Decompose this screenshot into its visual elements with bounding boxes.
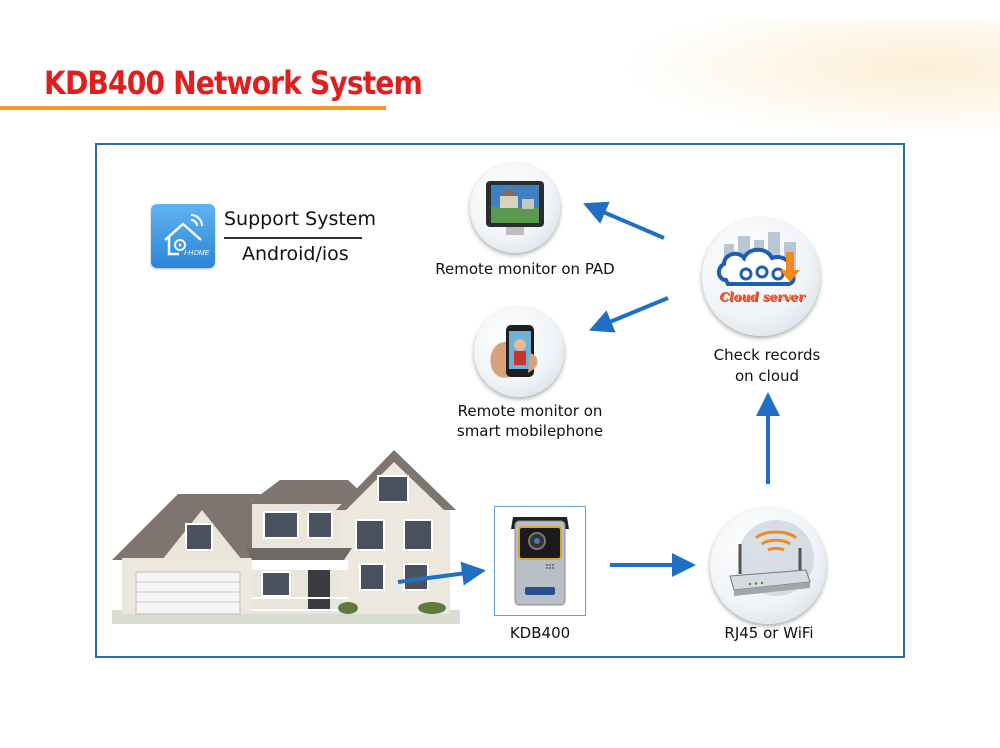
router-node <box>710 508 826 624</box>
house-image <box>112 440 460 624</box>
router-icon <box>729 520 814 596</box>
title-underline <box>0 106 386 110</box>
cloud-node <box>702 218 820 336</box>
support-system-label: Support System <box>224 208 376 230</box>
phone-label-line2: smart mobilephone <box>456 422 604 440</box>
pad-node <box>470 163 560 253</box>
doorbell-icon <box>511 517 569 606</box>
phone-node <box>474 307 564 397</box>
doorbell-label: KDB400 <box>509 624 571 642</box>
diagram-frame <box>95 143 905 658</box>
router-label: RJ45 or WiFi <box>724 624 814 642</box>
cloud-label-line2: on cloud <box>734 367 800 385</box>
cloud-label-line1: Check records <box>713 346 821 364</box>
arrow-cloud-to-pad <box>582 201 665 240</box>
support-divider <box>224 237 362 239</box>
cloud-server-badge: Cloud server <box>719 290 805 304</box>
pad-label: Remote monitor on PAD <box>435 260 615 278</box>
doorbell-frame <box>494 506 586 616</box>
os-label: Android/ios <box>242 243 349 265</box>
house-icon <box>112 450 460 624</box>
app-icon-text: I-HOME <box>184 250 210 257</box>
smartphone-icon <box>490 325 538 378</box>
arrow-cloud-to-phone <box>588 296 669 333</box>
page-title: KDB400 Network System <box>44 64 423 102</box>
tablet-icon <box>486 181 544 235</box>
cloud-server-icon <box>717 232 800 286</box>
header-glow <box>620 20 1000 140</box>
phone-label-line1: Remote monitor on <box>457 402 603 420</box>
arrow-house-to-doorbell <box>397 561 486 586</box>
ihome-app-icon: I-HOME <box>151 204 215 268</box>
